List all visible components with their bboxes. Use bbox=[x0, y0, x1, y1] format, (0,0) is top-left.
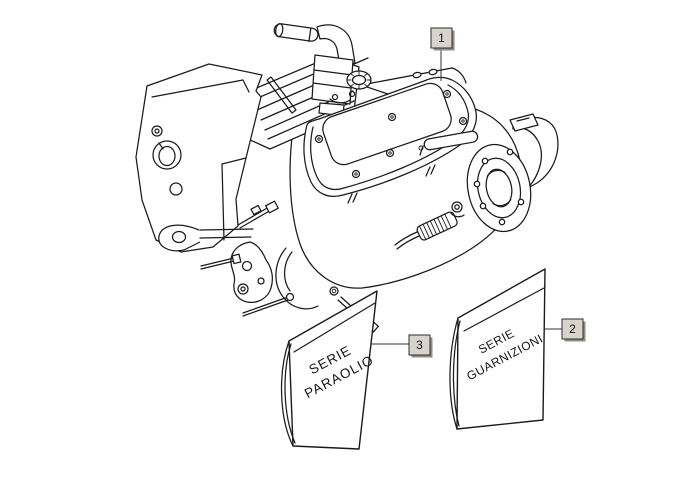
mount-bracket bbox=[158, 200, 295, 317]
carburetor bbox=[273, 23, 372, 117]
callout-2-number: 2 bbox=[569, 322, 576, 336]
heat-shield bbox=[266, 76, 297, 114]
output-flange bbox=[466, 143, 532, 233]
gasket-kit-envelope: SERIE GUARNIZIONI bbox=[449, 268, 546, 430]
callout-3[interactable]: 3 bbox=[408, 334, 433, 358]
kickstart-spring bbox=[394, 201, 465, 250]
transmission-cover bbox=[303, 76, 479, 204]
engine-assembly-illustration bbox=[135, 23, 559, 333]
callout-3-number: 3 bbox=[416, 338, 423, 352]
head-shroud bbox=[135, 63, 263, 253]
callout-2[interactable]: 2 bbox=[561, 318, 586, 342]
callout-1-number: 1 bbox=[438, 31, 445, 45]
callout-1[interactable]: 1 bbox=[430, 27, 455, 51]
oil-seal-kit-envelope: SERIE PARAOLIO bbox=[280, 290, 378, 450]
